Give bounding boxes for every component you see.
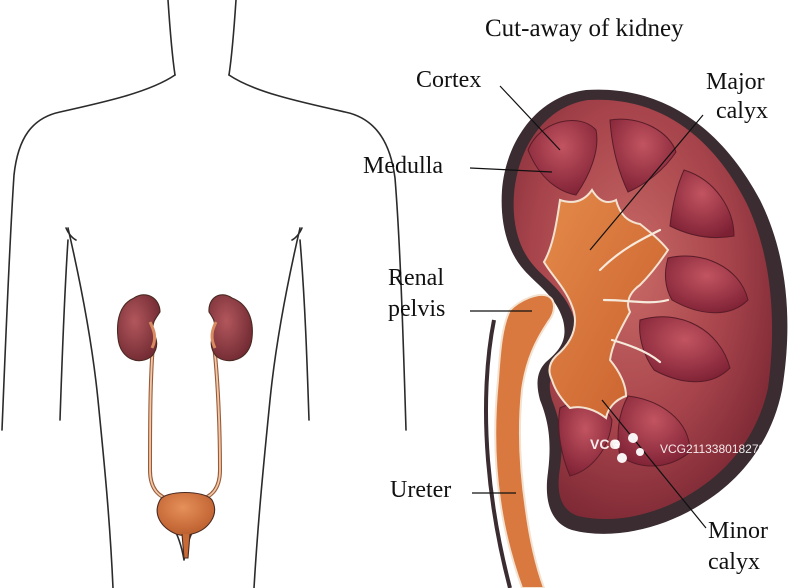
watermark-brand: VCG: [590, 436, 621, 452]
label-minor-calyx-line1: Minor: [708, 518, 768, 544]
watermark-logo: [612, 433, 644, 463]
label-renal-pelvis-line1: Renal: [388, 265, 444, 291]
label-renal-pelvis-line2: pelvis: [388, 296, 446, 322]
label-ureter: Ureter: [390, 477, 452, 503]
label-cortex: Cortex: [416, 67, 482, 93]
label-medulla: Medulla: [363, 153, 443, 179]
label-major-calyx-line1: Major: [706, 69, 765, 95]
kidney-section: [484, 89, 788, 588]
label-minor-calyx-line2: calyx: [708, 549, 760, 575]
watermark-id: VCG211338018279: [660, 442, 766, 456]
urinary-tract: [116, 294, 253, 559]
diagram-title: Cut-away of kidney: [485, 15, 684, 42]
label-major-calyx-line2: calyx: [716, 98, 768, 124]
leader-lines: [469, 85, 707, 529]
